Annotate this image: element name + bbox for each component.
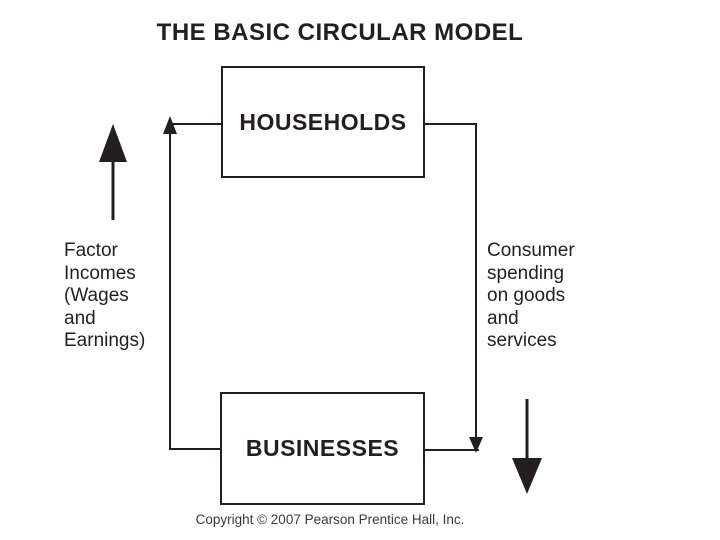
arrowhead-up-icon — [163, 116, 177, 134]
arrowhead-down-icon — [469, 437, 483, 453]
up-arrow-icon — [99, 124, 127, 162]
copyright-text: Copyright © 2007 Pearson Prentice Hall, … — [195, 512, 465, 527]
flow-line-consumer-spending — [424, 123, 477, 438]
diagram-title: THE BASIC CIRCULAR MODEL — [156, 19, 524, 46]
node-businesses-label: BUSINESSES — [245, 435, 400, 461]
flow-label-consumer-spending: Consumer spending on goods and services — [487, 240, 575, 351]
node-businesses: BUSINESSES — [220, 392, 425, 505]
node-households: HOUSEHOLDS — [221, 66, 425, 178]
flow-label-factor-incomes: Factor Incomes (Wages and Earnings) — [64, 240, 146, 351]
node-households-label: HOUSEHOLDS — [239, 108, 407, 135]
down-arrow-icon — [512, 458, 542, 494]
flow-line-factor-incomes — [169, 130, 220, 450]
